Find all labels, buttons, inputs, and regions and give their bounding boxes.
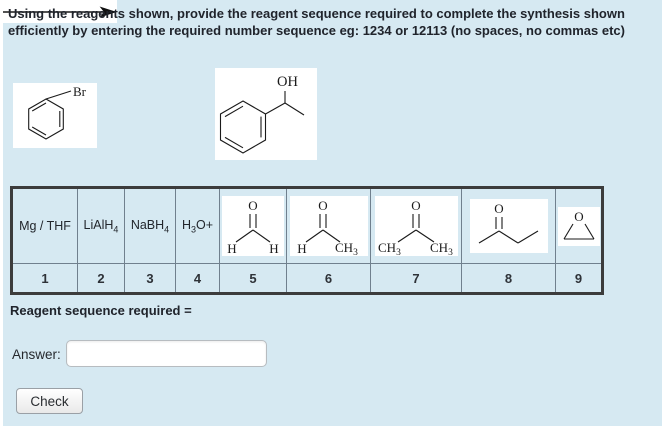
- reagent-cell-7: O CH3 CH3: [370, 187, 462, 264]
- butanone-icon: O: [478, 201, 538, 244]
- question-text: Using the reagents shown, provide the re…: [8, 6, 625, 38]
- h-label: H: [227, 241, 236, 256]
- sub3-label: 3: [396, 248, 401, 256]
- ch3-label: CH3: [335, 240, 358, 256]
- o-label: O: [318, 198, 327, 213]
- sub3-label: 3: [448, 248, 453, 256]
- h-label: H: [297, 241, 306, 256]
- reagent-label-h3o-post: O+: [196, 217, 214, 232]
- formaldehyde-icon: O H H: [227, 198, 278, 256]
- h-label: H: [269, 241, 278, 256]
- answer-input[interactable]: [66, 340, 267, 367]
- oxirane-structure: O: [557, 206, 600, 246]
- reagent-number-6: 6: [286, 263, 371, 294]
- phenylethanol-structure-icon: OH: [219, 74, 305, 154]
- reagent-sequence-prompt: Reagent sequence required =: [10, 303, 192, 318]
- reagent-cell-6: O H CH3: [286, 187, 371, 264]
- ch3-label: CH3: [378, 240, 401, 256]
- reagent-sub: 4: [113, 224, 119, 235]
- bromobenzene-structure-icon: Br: [28, 84, 87, 140]
- butanone-structure: O: [469, 199, 548, 253]
- acetone-icon: O CH3 CH3: [378, 198, 453, 256]
- reactant-structure: Br: [13, 83, 97, 148]
- reagent-label-mg-thf: Mg / THF: [19, 219, 71, 233]
- ch-label: CH: [378, 240, 396, 255]
- reagent-sub: 4: [164, 224, 170, 235]
- product-structure: OH: [215, 68, 317, 160]
- acetaldehyde-structure: O H CH3: [289, 196, 368, 256]
- reagent-cell-3: NaBH4: [124, 187, 176, 264]
- check-button[interactable]: Check: [16, 388, 83, 414]
- o-label: O: [494, 201, 503, 216]
- oxirane-icon: O: [563, 209, 594, 240]
- ch3-label: CH3: [430, 240, 453, 256]
- reagent-label-nabh4: NaBH: [130, 217, 165, 232]
- reagent-number-4: 4: [175, 263, 220, 294]
- arrow-icon: [3, 6, 117, 18]
- reagent-number-7: 7: [370, 263, 462, 294]
- reagent-cell-9: O: [555, 187, 603, 264]
- reagent-number-1: 1: [11, 263, 78, 294]
- reagent-cell-4: H3O+: [175, 187, 220, 264]
- acetone-structure: O CH3 CH3: [374, 196, 458, 256]
- br-label: Br: [73, 84, 87, 99]
- reagent-table: Mg / THF LiAlH4 NaBH4 H3O+ O H: [10, 186, 604, 295]
- ch-label: CH: [335, 240, 353, 255]
- reagent-number-9: 9: [555, 263, 603, 294]
- reagent-cell-5: O H H: [219, 187, 287, 264]
- reagent-label-h3o: H: [181, 217, 191, 232]
- reagent-cell-2: LiAlH4: [77, 187, 125, 264]
- reagent-cell-8: O: [461, 187, 556, 264]
- acetaldehyde-icon: O H CH3: [297, 198, 358, 256]
- reagent-cell-1: Mg / THF: [11, 187, 78, 264]
- ch-label: CH: [430, 240, 448, 255]
- reaction-arrow: [0, 0, 117, 23]
- reagent-row: Mg / THF LiAlH4 NaBH4 H3O+ O H: [11, 187, 603, 264]
- page-left-margin: [0, 0, 3, 426]
- o-label: O: [574, 209, 583, 224]
- oh-label: OH: [277, 74, 298, 90]
- formaldehyde-structure: O H H: [222, 196, 284, 256]
- sub3-label: 3: [353, 248, 358, 256]
- reagent-number-row: 1 2 3 4 5 6 7 8 9: [11, 263, 603, 294]
- reagent-number-5: 5: [219, 263, 287, 294]
- reagent-label-lialh4: LiAlH: [83, 217, 114, 232]
- answer-label: Answer:: [12, 347, 61, 362]
- reagent-number-3: 3: [124, 263, 176, 294]
- reagent-sub: 3: [190, 224, 196, 235]
- reagent-number-8: 8: [461, 263, 556, 294]
- reagent-number-2: 2: [77, 263, 125, 294]
- o-label: O: [411, 198, 420, 213]
- o-label: O: [248, 198, 257, 213]
